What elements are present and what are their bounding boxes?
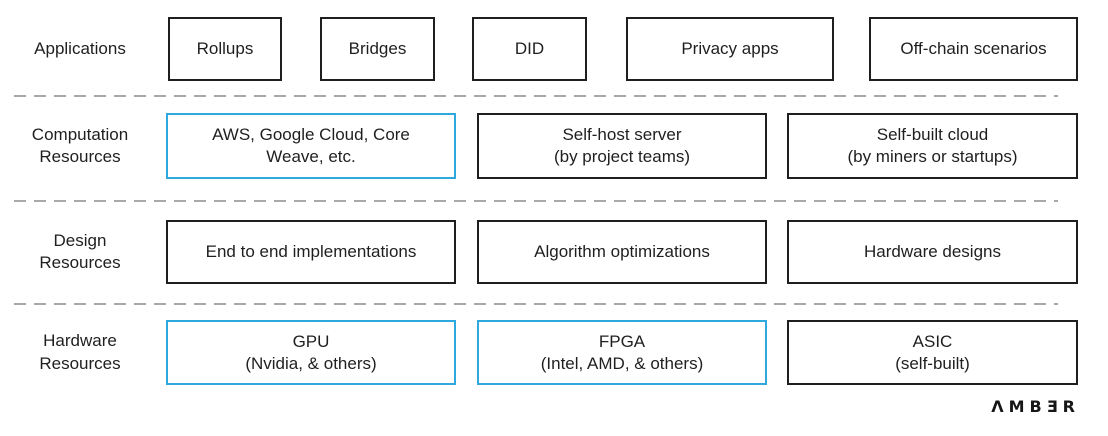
row-divider [14, 303, 1058, 305]
box-label-line2: (by miners or startups) [847, 147, 1018, 166]
box-label-line1: FPGA [598, 331, 646, 351]
box-algorithm-optimizations: Algorithm optimizations [477, 220, 767, 284]
box-label-line1: Self-built cloud [876, 125, 989, 145]
row-hardware-resources: Hardware Resources GPU (Nvidia, & others… [0, 320, 1108, 385]
row-divider [14, 200, 1058, 202]
box-label-line1: Self-host server [562, 125, 682, 145]
box-label-line2: Weave, etc. [266, 147, 356, 166]
box-label: Off-chain scenarios [900, 39, 1047, 59]
box-self-built-cloud: Self-built cloud (by miners or startups) [787, 113, 1078, 179]
box-label-line2: (self-built) [895, 353, 970, 373]
row-label-applications: Applications [34, 38, 126, 58]
box-label-line1: ASIC [912, 331, 953, 351]
box-label-line1: GPU [292, 331, 330, 351]
box-label: DID [514, 39, 545, 59]
box-label: Rollups [196, 39, 254, 59]
box-label: End to end implementations [205, 242, 417, 262]
row-computation-resources: Computation Resources AWS, Google Cloud,… [0, 113, 1108, 179]
box-end-to-end-implementations: End to end implementations [166, 220, 456, 284]
box-gpu: GPU (Nvidia, & others) [166, 320, 456, 385]
box-self-host-server: Self-host server (by project teams) [477, 113, 767, 179]
amber-logo: ΛMBƎR [991, 397, 1080, 416]
box-label-line1: AWS, Google Cloud, Core [212, 125, 410, 145]
row-label-design-resources: Design Resources [39, 230, 121, 272]
box-hardware-designs: Hardware designs [787, 220, 1078, 284]
box-label: Privacy apps [681, 39, 779, 59]
box-label: Algorithm optimizations [534, 242, 710, 262]
row-divider [14, 95, 1058, 97]
box-label-line2: (Intel, AMD, & others) [540, 353, 704, 373]
box-cloud-providers: AWS, Google Cloud, Core Weave, etc. [166, 113, 456, 179]
box-fpga: FPGA (Intel, AMD, & others) [477, 320, 767, 385]
box-bridges: Bridges [320, 17, 435, 81]
box-label: Hardware designs [863, 242, 1001, 262]
row-label-computation-resources: Computation Resources [31, 124, 129, 166]
row-design-resources: Design Resources End to end implementati… [0, 220, 1108, 284]
box-rollups: Rollups [168, 17, 282, 81]
box-asic: ASIC (self-built) [787, 320, 1078, 385]
row-applications: Applications Rollups Bridges DID Privacy… [0, 17, 1108, 81]
row-label-hardware-resources: Hardware Resources [39, 331, 121, 373]
box-privacy-apps: Privacy apps [626, 17, 834, 81]
box-did: DID [472, 17, 587, 81]
box-label-line2: (by project teams) [553, 147, 691, 166]
box-off-chain-scenarios: Off-chain scenarios [869, 17, 1078, 81]
box-label: Bridges [348, 39, 407, 59]
box-label-line2: (Nvidia, & others) [245, 353, 377, 373]
